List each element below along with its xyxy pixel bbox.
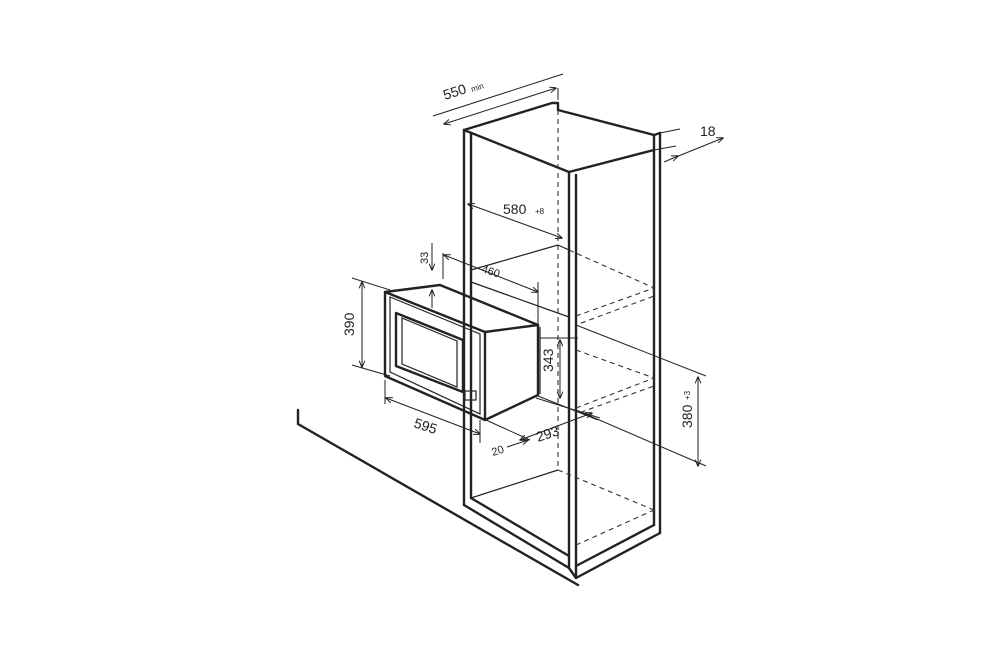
dimension-label: 595 bbox=[412, 415, 439, 438]
dimension-oven-depth: 460 bbox=[443, 253, 538, 326]
cabinet bbox=[462, 101, 662, 580]
dimension-tolerance: +3 bbox=[683, 390, 692, 400]
dimension-suffix: min bbox=[470, 81, 485, 94]
dimension-tolerance: +8 bbox=[535, 207, 545, 216]
dimension-front-height: 390 bbox=[341, 277, 391, 377]
dimension-niche-width: 580 +8 bbox=[468, 201, 562, 238]
lower-shelf bbox=[575, 349, 655, 415]
upper-shelf bbox=[470, 244, 655, 326]
floor-edge bbox=[296, 408, 580, 587]
dimension-box-height: 343 bbox=[535, 337, 601, 419]
dimension-label: 580 bbox=[503, 201, 527, 217]
dimension-label: 20 bbox=[490, 444, 505, 459]
dimension-front-offset: 20 bbox=[485, 419, 531, 459]
dimension-label: 390 bbox=[341, 312, 357, 336]
dimension-top-gap: 33 bbox=[419, 243, 432, 308]
dimension-box-depth: 293 bbox=[520, 395, 599, 445]
dimension-label: 293 bbox=[534, 422, 561, 445]
dimension-front-width: 595 bbox=[385, 380, 480, 443]
dimension-label: 343 bbox=[540, 348, 556, 372]
microwave bbox=[383, 283, 541, 422]
dimension-label: 460 bbox=[480, 263, 501, 280]
svg-text:550: 550 bbox=[441, 80, 468, 103]
dimension-label: 550 bbox=[441, 80, 468, 103]
dimension-label: 33 bbox=[419, 252, 431, 264]
dimension-top-thickness: 18 bbox=[653, 123, 723, 163]
dimension-label: 380 bbox=[679, 404, 695, 428]
dimension-depth-min: 550 min bbox=[432, 73, 564, 124]
dimension-niche-height: 380 +3 bbox=[575, 324, 707, 466]
dimension-label: 18 bbox=[700, 123, 716, 139]
